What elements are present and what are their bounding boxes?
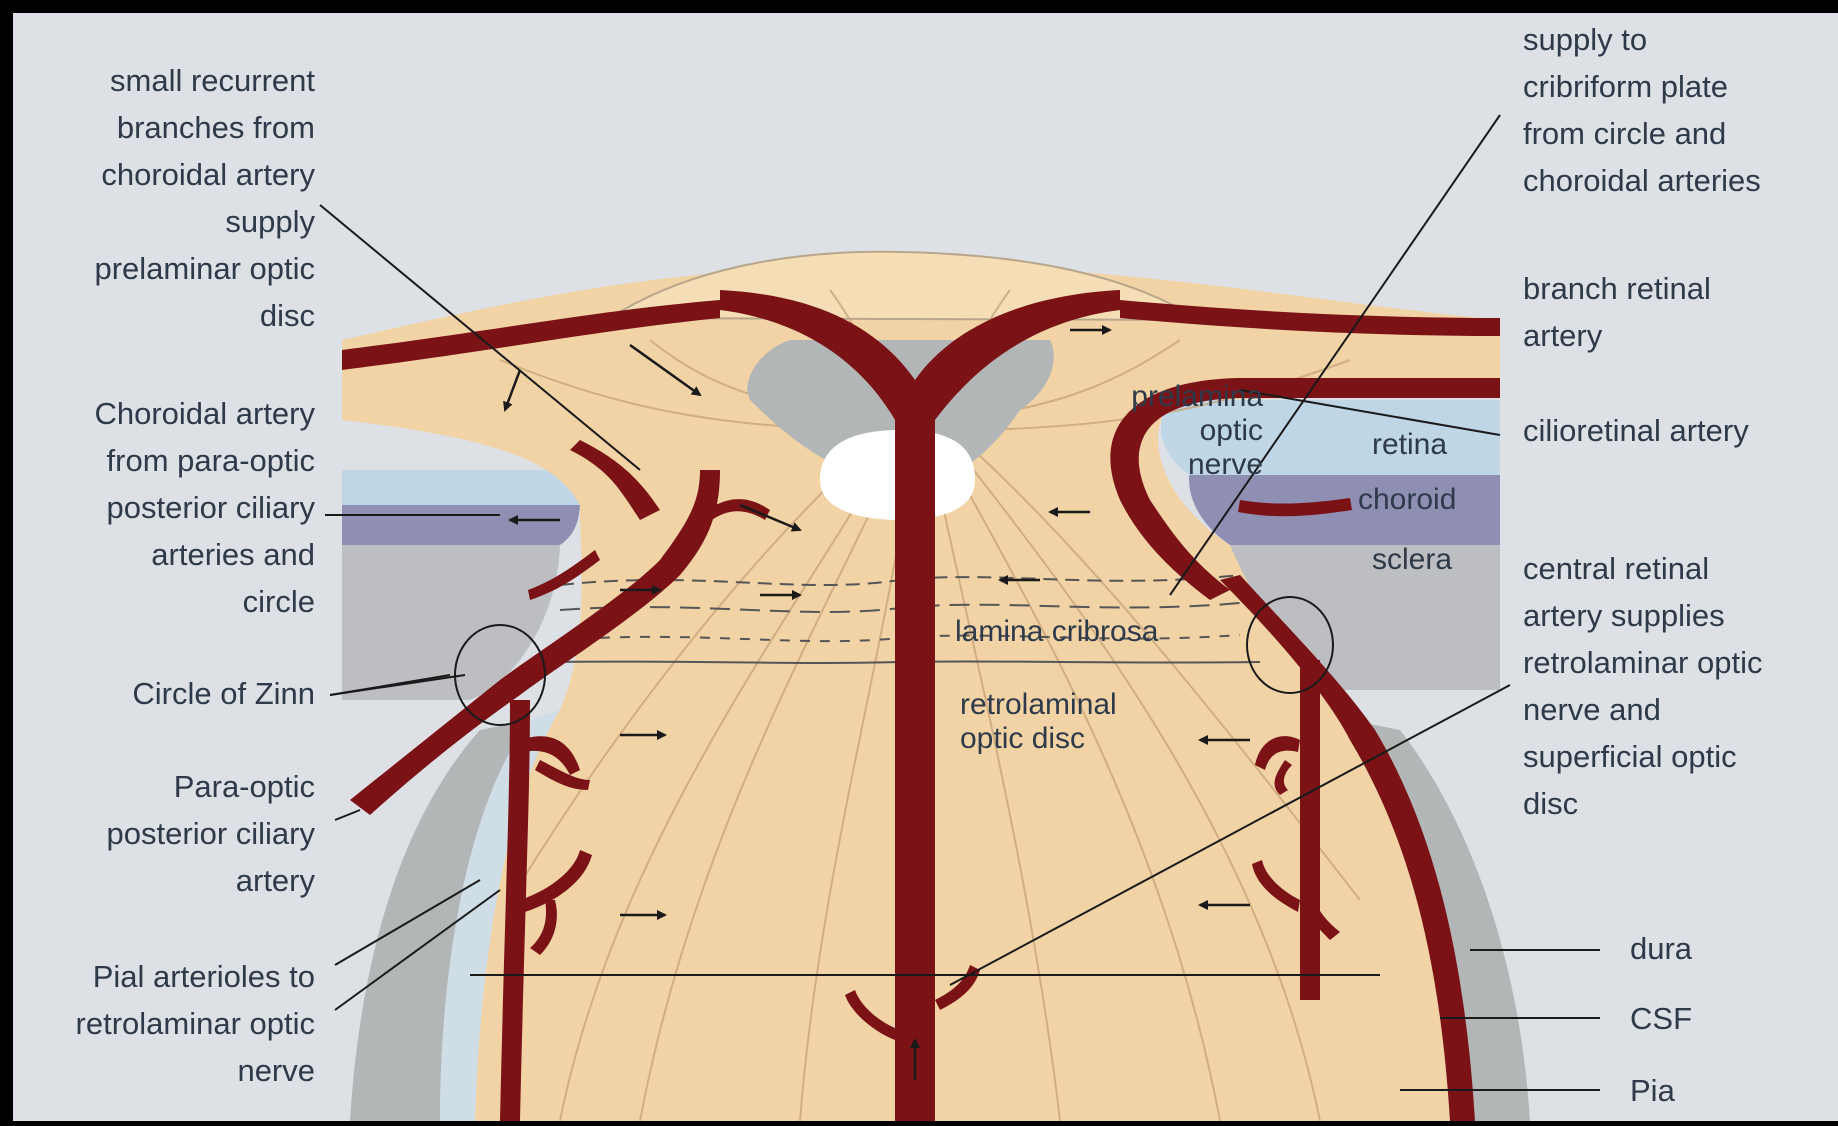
label-choroid: choroid [1358,483,1456,517]
label-circle-of-zinn: Circle of Zinn [132,670,315,717]
label-sclera: sclera [1372,543,1452,577]
label-pia: Pia [1630,1067,1675,1114]
label-csf: CSF [1630,995,1692,1042]
retina-left [342,470,587,505]
label-cilioretinal-artery: cilioretinal artery [1523,407,1749,454]
label-dura: dura [1630,925,1692,972]
label-lamina-cribrosa: lamina cribrosa [955,615,1158,649]
central-retinal-artery [895,420,935,1121]
choroid-left [342,500,580,545]
label-retina: retina [1372,428,1447,462]
